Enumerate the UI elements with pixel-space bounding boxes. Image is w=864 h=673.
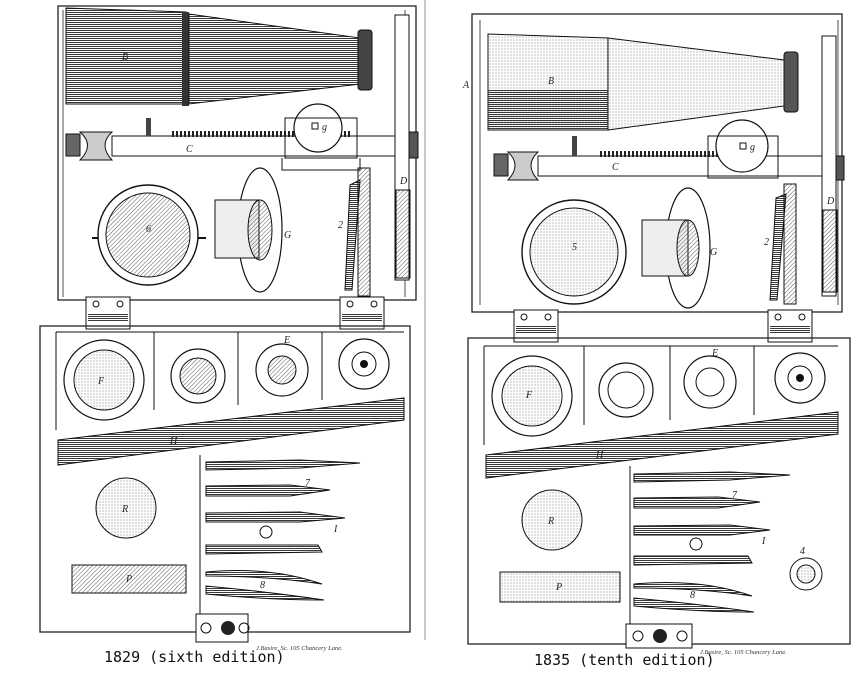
label-g-top: g [322, 122, 327, 133]
rack-and-pinion-bar: C g [65, 103, 419, 171]
label-P: P [555, 582, 562, 593]
pillar-D: D [821, 35, 838, 297]
label-8: 8 [690, 590, 695, 601]
label-B: B [122, 52, 128, 63]
label-E: E [283, 335, 290, 346]
label-A: A [462, 80, 470, 91]
label-6: 6 [146, 224, 151, 235]
microscope-body-tube: B [487, 33, 799, 131]
part-2: 2 [338, 167, 371, 297]
lens-4: 4 [789, 546, 823, 591]
slider-H: H [57, 397, 405, 466]
label-B: B [548, 76, 554, 87]
disc-R: R [95, 477, 157, 539]
label-7: 7 [305, 478, 311, 489]
label-7: 7 [732, 490, 738, 501]
label-g-top: g [750, 142, 755, 153]
label-8: 8 [260, 580, 265, 591]
label-H: H [169, 436, 178, 447]
slide-P: P [499, 571, 621, 603]
hinge-left [85, 296, 131, 330]
label-G: G [284, 230, 291, 241]
label-H: H [595, 450, 604, 461]
dissecting-tools: 7 I 8 [205, 459, 361, 601]
label-C: C [186, 144, 193, 155]
plate-1835: A B C g D 5 [462, 13, 851, 656]
dissecting-tools: 7 I 8 [633, 471, 791, 613]
lens-compartments: F E [483, 345, 838, 445]
label-5: 5 [572, 242, 577, 253]
label-I: I [333, 524, 338, 535]
label-I: I [761, 536, 766, 547]
rack-and-pinion-bar: C g [493, 119, 845, 181]
condenser-G: G [214, 167, 291, 293]
mirror-5: 5 [521, 199, 627, 305]
label-2: 2 [764, 237, 769, 248]
engraver-credit: J.Basire, Sc. 105 Chancery Lane. [256, 645, 343, 652]
lens-compartments: F E [55, 331, 404, 430]
slide-P: P [71, 564, 187, 594]
part-2: 2 [764, 183, 797, 305]
label-2: 2 [338, 220, 343, 231]
clasp-1835 [625, 623, 693, 649]
plate-1829: B C g D 6 [39, 0, 426, 652]
label-4: 4 [800, 546, 805, 557]
label-D: D [826, 196, 835, 207]
hinge-right [767, 309, 813, 343]
label-D: D [399, 176, 408, 187]
pillar-D: D [394, 14, 411, 281]
label-R: R [121, 504, 128, 515]
label-R: R [547, 516, 554, 527]
label-F: F [97, 376, 105, 387]
label-P: P [125, 574, 132, 585]
caption-1829: 1829 (sixth edition) [104, 648, 285, 666]
label-F: F [525, 390, 533, 401]
hinge-left [513, 309, 559, 343]
hinge-right [339, 296, 385, 330]
label-C: C [612, 162, 619, 173]
caption-1835: 1835 (tenth edition) [534, 651, 715, 669]
mirror-6: 6 [92, 184, 206, 286]
slider-H: H [485, 411, 839, 479]
label-G: G [710, 247, 717, 258]
clasp-1829 [195, 613, 250, 643]
label-E: E [711, 348, 718, 359]
microscope-body-tube: B [65, 7, 373, 106]
condenser-G: G [641, 187, 717, 309]
engraver-credit: J.Basire, Sc. 105 Chancery Lane. [700, 649, 787, 656]
disc-R: R [521, 489, 583, 551]
